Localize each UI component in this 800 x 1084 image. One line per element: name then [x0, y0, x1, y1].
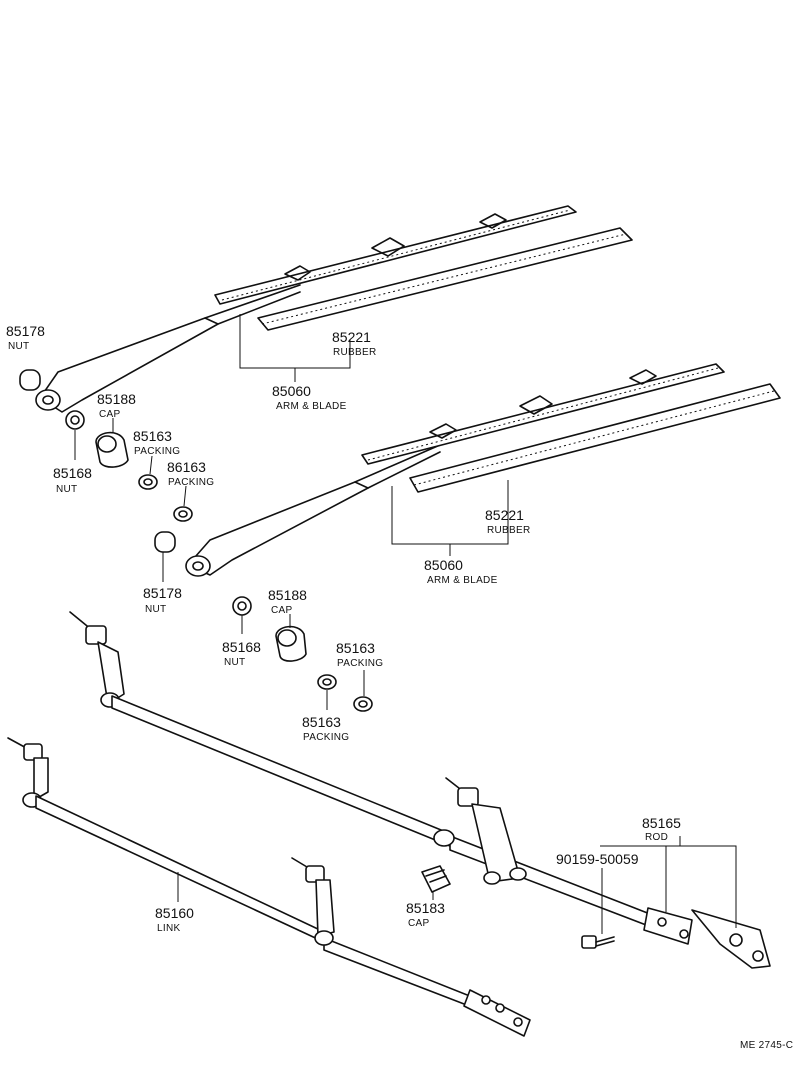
upper-wiper-arm: [35, 284, 301, 413]
callout-8: 85060 ARM & BLADE: [424, 557, 498, 586]
callout-7: 85221 RUBBER: [485, 507, 530, 536]
callout-2: 85060 ARM & BLADE: [272, 383, 347, 412]
callout-name: NUT: [56, 484, 77, 495]
callout-number: 85163: [336, 640, 375, 656]
callout-name: ROD: [645, 832, 668, 843]
callout-number: 85221: [332, 329, 371, 345]
cap-85188-upper: [95, 431, 129, 468]
callout-number: 85163: [302, 714, 341, 730]
cap-85188-lower: [275, 625, 307, 662]
callout-name: NUT: [145, 604, 166, 615]
nut-85178-lower: [154, 531, 176, 553]
callout-16: 85160 LINK: [155, 905, 194, 934]
packing-85163-lower-right: [353, 696, 373, 712]
callout-number: 85168: [222, 639, 261, 655]
upper-wiper-rubber: [257, 227, 633, 331]
callout-number: 85160: [155, 905, 194, 921]
callout-13: 85163 PACKING: [302, 714, 349, 743]
nut-85178-upper: [19, 369, 41, 391]
callout-0: 85178 NUT: [6, 323, 45, 352]
callout-9: 85178 NUT: [143, 585, 182, 615]
wiper-rod-85165: [69, 611, 771, 969]
callout-name: ARM & BLADE: [276, 401, 347, 412]
callout-name: PACKING: [168, 477, 214, 488]
nut-85168-upper: [65, 410, 85, 430]
callout-name: NUT: [8, 341, 29, 352]
packing-86163-upper: [173, 506, 193, 522]
callout-name: PACKING: [134, 446, 180, 457]
callout-number: 85188: [268, 587, 307, 603]
callout-name: PACKING: [337, 658, 383, 669]
callout-name: RUBBER: [487, 525, 530, 536]
upper-wiper-blade: [214, 205, 577, 305]
callout-number: 85060: [424, 557, 463, 573]
lower-wiper-rubber: [409, 383, 781, 493]
callout-12: 85163 PACKING: [336, 640, 383, 669]
callout-4: 85163 PACKING: [133, 428, 180, 457]
callout-name: PACKING: [303, 732, 349, 743]
callout-name: CAP: [408, 918, 429, 929]
callout-number: 85178: [143, 585, 182, 601]
callout-17: 85183 CAP: [406, 900, 445, 929]
packing-85163-lower-left: [317, 674, 337, 690]
callout-3: 85188 CAP: [97, 391, 136, 420]
callout-name: LINK: [157, 923, 180, 934]
callout-number: 85188: [97, 391, 136, 407]
callout-11: 85168 NUT: [222, 639, 261, 668]
callout-name: NUT: [224, 657, 245, 668]
callout-number: 85178: [6, 323, 45, 339]
callout-name: CAP: [99, 409, 120, 420]
callout-name: RUBBER: [333, 347, 376, 358]
leader-lines: [74, 314, 737, 934]
callout-1: 85221 RUBBER: [332, 329, 376, 358]
callout-name: CAP: [271, 605, 292, 616]
callout-10: 85188 CAP: [268, 587, 307, 616]
wiper-link-85160: [7, 737, 531, 1037]
callout-number: 85168: [53, 465, 92, 481]
nut-85168-lower: [232, 596, 252, 616]
callout-number: 85165: [642, 815, 681, 831]
bolt-90159-50059: [581, 935, 615, 949]
lower-wiper-arm: [185, 444, 441, 577]
callout-number: 85060: [272, 383, 311, 399]
callout-number: 85221: [485, 507, 524, 523]
callout-number: 85183: [406, 900, 445, 916]
callout-5: 86163 PACKING: [167, 459, 214, 488]
callout-number: 90159-50059: [556, 851, 639, 867]
callout-6: 85168 NUT: [53, 465, 92, 495]
callout-number: 86163: [167, 459, 206, 475]
callout-14: 85165 ROD: [642, 815, 681, 843]
cap-85183: [421, 865, 451, 893]
lower-wiper-blade: [361, 363, 725, 465]
callout-15: 90159-50059: [556, 851, 639, 867]
packing-85163-upper: [138, 474, 158, 490]
callout-number: 85163: [133, 428, 172, 444]
callout-name: ARM & BLADE: [427, 575, 498, 586]
reference-code: ME 2745-C: [740, 1040, 793, 1051]
